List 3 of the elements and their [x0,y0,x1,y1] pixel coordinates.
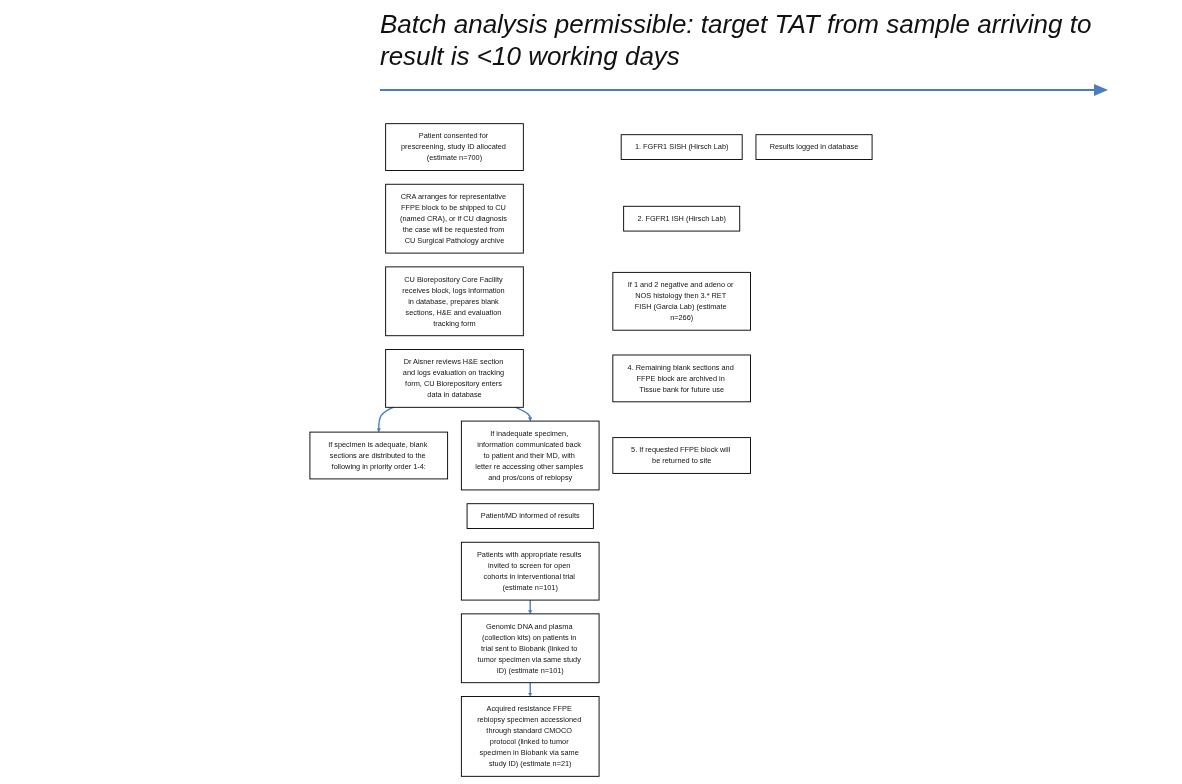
note-text: Batch analysis permissible: target TAT from sample arriving to result is <10 working days [380,8,1093,72]
arrow [376,406,394,433]
arrow [528,682,533,697]
